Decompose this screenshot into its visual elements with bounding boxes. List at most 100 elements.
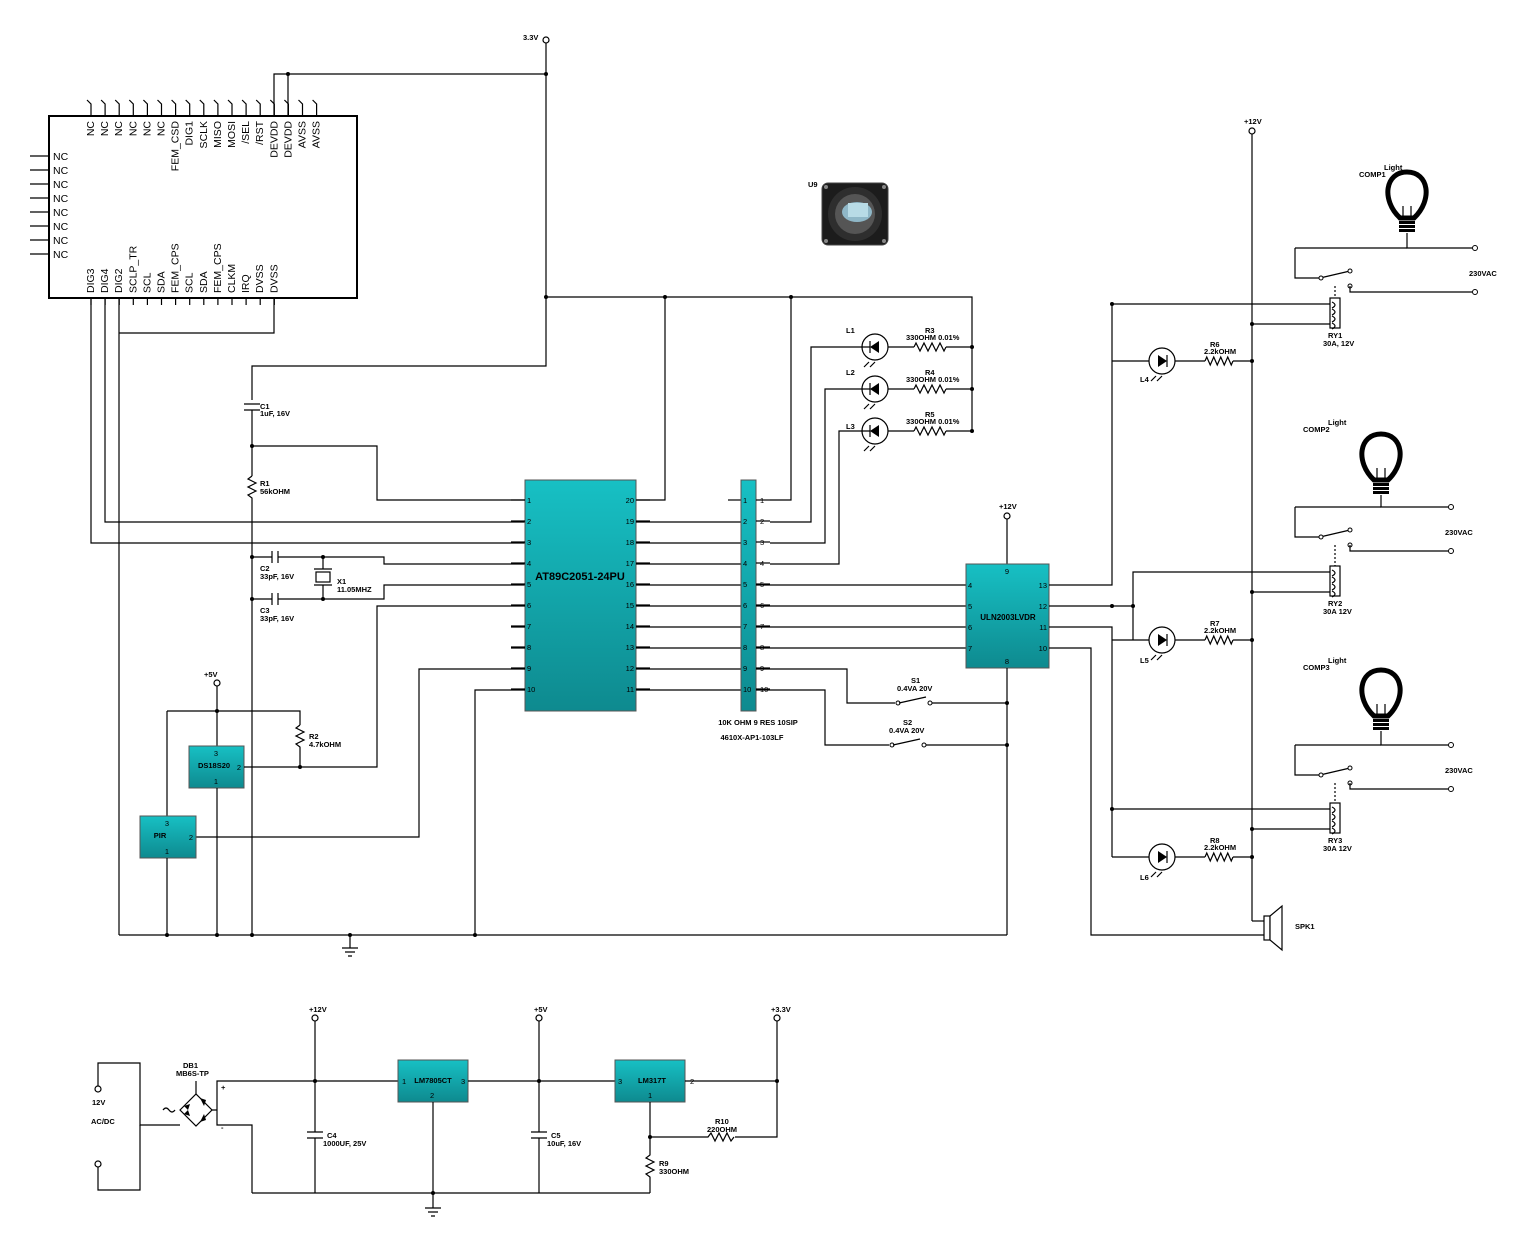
module-pin-line	[142, 99, 148, 116]
wire-l3	[770, 430, 862, 565]
wire-dig4	[104, 298, 525, 523]
module-pin-line	[185, 99, 191, 116]
module-pin-name: AVSS	[311, 121, 323, 148]
vac-label: 230VAC	[1469, 269, 1497, 278]
sip-pin-number: 3	[743, 538, 747, 547]
module-pin-name: AVSS	[297, 121, 309, 148]
svg-text:33pF, 16V: 33pF, 16V	[260, 572, 294, 581]
coil-turn	[1331, 583, 1336, 591]
uln-pin-number: 12	[1039, 602, 1047, 611]
wire-uln11	[1049, 626, 1330, 810]
svg-text:+5V: +5V	[534, 1005, 548, 1014]
module-pin-line	[255, 99, 261, 116]
ground-bus	[119, 933, 1007, 957]
ac-terminal	[1472, 245, 1478, 251]
module-pin-name: DVSS	[268, 264, 280, 293]
vac-label: 230VAC	[1445, 528, 1473, 537]
uln-pin-number: 5	[968, 602, 972, 611]
sip-pin-number: 2	[743, 517, 747, 526]
wire-s2	[770, 689, 889, 746]
led-rays	[863, 361, 876, 368]
bulb-base	[1373, 487, 1389, 490]
module-pin-name: FEM_CPS	[170, 243, 182, 293]
wire-l2	[770, 388, 862, 544]
led-triangle	[1158, 851, 1167, 863]
ds18s20-sensor: +5V R2 4.7kOHM 3 2 1 DS18S20	[167, 670, 341, 935]
svg-text:0.4VA 20V: 0.4VA 20V	[889, 726, 924, 735]
label-3v3: 3.3V	[523, 33, 538, 42]
mcu-pin-number: 3	[527, 538, 531, 547]
mcu-pin-number: 4	[527, 559, 531, 568]
svg-text:+12V: +12V	[999, 502, 1017, 511]
svg-text:2: 2	[430, 1091, 434, 1100]
mcu-pin-number: 19	[626, 517, 634, 526]
led-rays	[863, 445, 876, 452]
wire-l1	[770, 346, 862, 523]
svg-text:3: 3	[461, 1077, 465, 1086]
mcu-to-sip-wires	[636, 499, 741, 691]
led-label: L4	[1140, 375, 1150, 384]
svg-text:+12V: +12V	[1244, 117, 1262, 126]
svg-text:PIR: PIR	[154, 831, 167, 840]
svg-text:LM317T: LM317T	[638, 1076, 666, 1085]
sip-pin-number: 6	[743, 601, 747, 610]
led-label: L3	[846, 422, 855, 431]
led-triangle	[870, 425, 879, 437]
module-pin-name: NC	[53, 151, 69, 163]
junction	[1110, 302, 1114, 306]
led-rays	[863, 403, 876, 410]
junction	[1250, 827, 1254, 831]
sip-pin-number: 10	[743, 685, 751, 694]
ac-terminal	[1472, 289, 1478, 295]
mcu-pin-number: 13	[626, 643, 634, 652]
relay-ref: RY1	[1328, 331, 1342, 340]
module-pin-name: NC	[127, 121, 139, 137]
coil-turn	[1331, 806, 1336, 814]
module-pin-line	[213, 99, 219, 116]
module-pin-name: NC	[53, 165, 69, 177]
module-pin-name: NC	[53, 207, 69, 219]
fan-u9: U9	[808, 180, 889, 246]
module-pin-name: MISO	[212, 121, 224, 148]
wire-to-uln	[756, 584, 966, 649]
coil-turn	[1331, 315, 1336, 323]
svg-text:AT89C2051-24PU: AT89C2051-24PU	[535, 571, 625, 583]
svg-text:AC/DC: AC/DC	[91, 1117, 115, 1126]
svg-text:-: -	[221, 1123, 224, 1132]
module-pin-name: SCL	[184, 272, 196, 293]
bulb-base	[1373, 723, 1389, 726]
module-pin-name: MOSI	[226, 121, 238, 148]
svg-text:220OHM: 220OHM	[707, 1125, 737, 1134]
svg-text:C3: C3	[260, 606, 270, 615]
wire	[1349, 286, 1472, 293]
contact-node	[1318, 275, 1324, 281]
wire	[1294, 247, 1407, 279]
module-pin-name: DIG2	[113, 268, 125, 293]
svg-text:+5V: +5V	[204, 670, 218, 679]
coil-turn	[1331, 590, 1336, 598]
contact-node	[1347, 765, 1353, 771]
module-pin-name: IRQ	[240, 274, 252, 293]
svg-text:C2: C2	[260, 564, 270, 573]
wire	[1349, 783, 1448, 790]
vac-label: 230VAC	[1445, 766, 1473, 775]
wire	[1349, 545, 1448, 552]
svg-text:R1: R1	[260, 479, 270, 488]
led-bar	[862, 383, 871, 395]
svg-text:1: 1	[165, 847, 169, 856]
wire-s1	[770, 668, 895, 704]
coil-turn	[1331, 827, 1336, 835]
resistor-ref: R8	[1210, 836, 1220, 845]
bulb-base	[1399, 225, 1415, 228]
led-rays	[1150, 654, 1163, 661]
svg-text:3: 3	[618, 1077, 622, 1086]
led-label: L2	[846, 368, 855, 377]
junction	[1250, 359, 1254, 363]
module-pin-line	[157, 99, 163, 116]
ac-terminal	[1448, 786, 1454, 792]
